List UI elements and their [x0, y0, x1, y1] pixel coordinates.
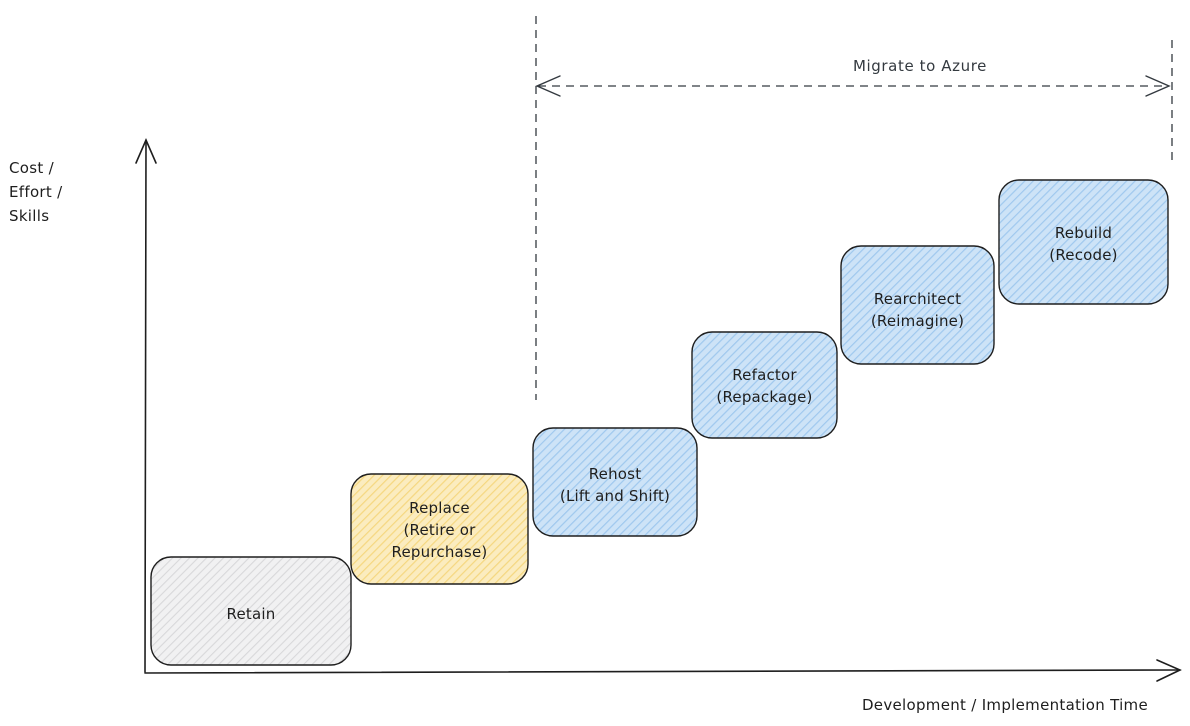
step-label-line: (Retire or: [403, 521, 476, 539]
step-label: Retain: [227, 605, 276, 623]
y-axis-arrowhead: [135, 137, 157, 164]
migrate-right-arrowhead: [1145, 75, 1171, 97]
step-box-shape: [998, 179, 1169, 305]
step-box-rearchitect: Rearchitect (Reimagine): [840, 245, 995, 365]
steps-layer: Retain Replace (Retire or Repurchase) Rehost…: [150, 179, 1169, 666]
step-box-shape: [150, 556, 352, 666]
step-box-rehost: Rehost (Lift and Shift): [532, 427, 698, 537]
step-label-line: Retain: [227, 605, 276, 623]
step-box-retain: Retain: [150, 556, 352, 666]
step-label: Replace (Retire or Repurchase): [392, 499, 488, 561]
migrate-bracket: Migrate to Azure: [535, 16, 1173, 400]
y-axis-label-line: Skills: [9, 207, 49, 225]
step-box-shape: [840, 245, 995, 365]
step-box-rebuild: Rebuild (Recode): [998, 179, 1169, 305]
x-axis-arrowhead: [1156, 659, 1182, 682]
step-label: Rearchitect (Reimagine): [871, 290, 964, 330]
step-label-line: (Reimagine): [871, 312, 964, 330]
step-box-shape: [350, 473, 529, 585]
step-label-line: (Repackage): [716, 388, 812, 406]
step-box-shape: [691, 331, 838, 439]
step-label-line: Refactor: [732, 366, 797, 384]
step-label-line: Repurchase): [392, 543, 488, 561]
step-label-line: Replace: [409, 499, 470, 517]
y-axis-label-line: Cost /: [9, 159, 55, 177]
step-label-line: (Recode): [1049, 246, 1117, 264]
x-axis: [144, 659, 1182, 682]
step-label: Refactor (Repackage): [716, 366, 812, 406]
migrate-label: Migrate to Azure: [853, 57, 987, 75]
step-label-line: Rebuild: [1055, 224, 1112, 242]
x-axis-label: Development / Implementation Time: [862, 696, 1148, 714]
y-axis-label: Cost / Effort / Skills: [9, 159, 68, 225]
step-label-line: Rearchitect: [874, 290, 961, 308]
step-label: Rebuild (Recode): [1049, 224, 1117, 264]
step-label-line: (Lift and Shift): [560, 487, 670, 505]
y-axis: [135, 137, 157, 673]
step-label-line: Rehost: [589, 465, 642, 483]
step-label: Rehost (Lift and Shift): [560, 465, 670, 505]
migrate-left-arrowhead: [535, 75, 561, 97]
step-box-shape: [532, 427, 698, 537]
step-box-replace: Replace (Retire or Repurchase): [350, 473, 529, 585]
step-box-refactor: Refactor (Repackage): [691, 331, 838, 439]
y-axis-label-line: Effort /: [9, 183, 63, 201]
